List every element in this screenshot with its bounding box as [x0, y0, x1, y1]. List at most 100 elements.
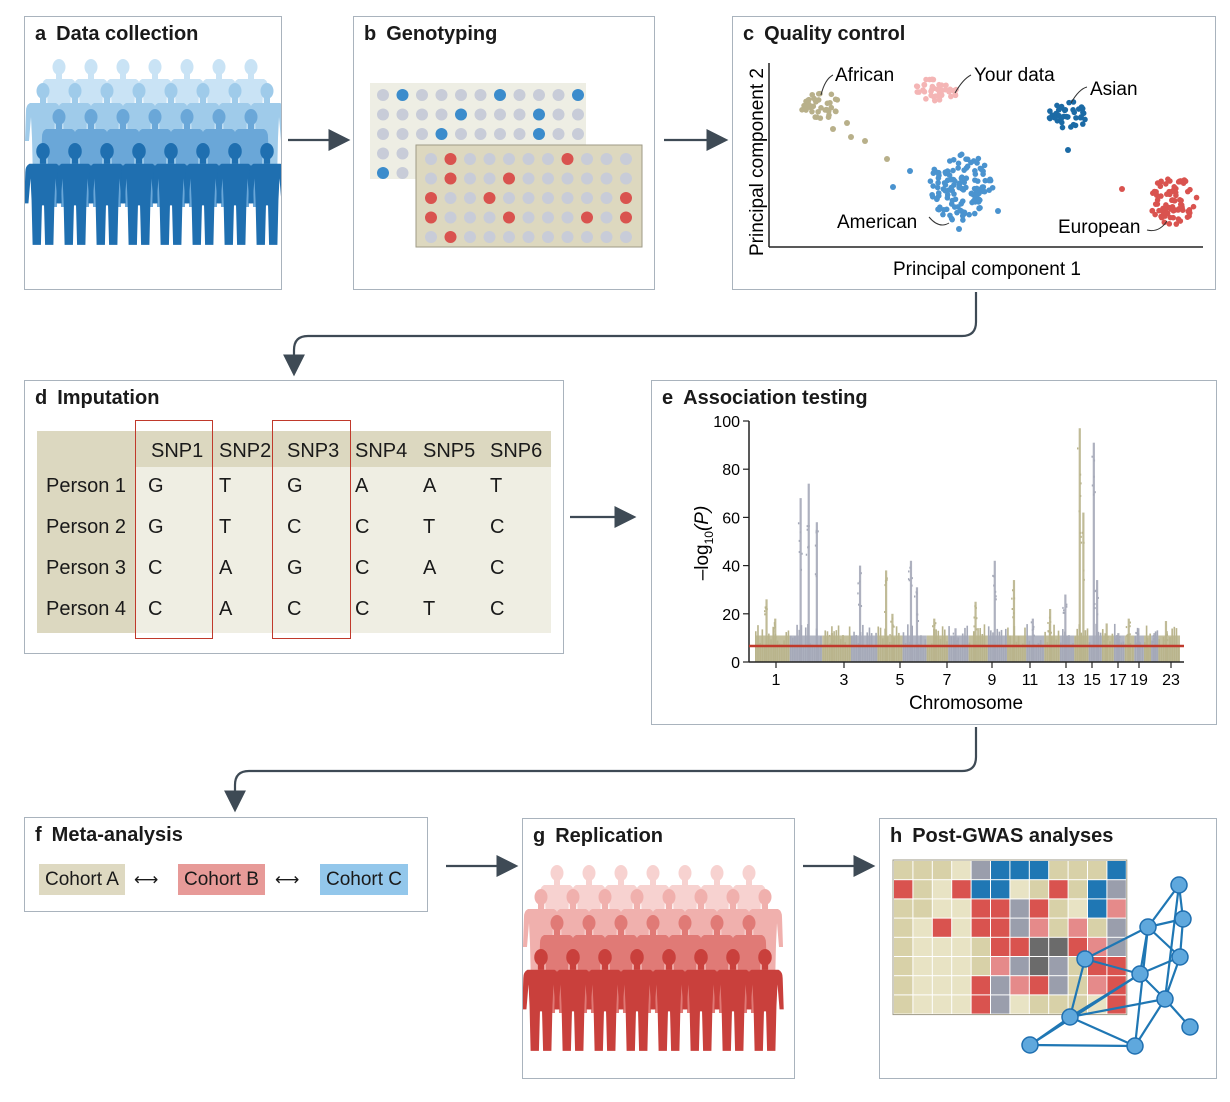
genotype-dot — [435, 128, 448, 140]
pca-point — [963, 175, 970, 182]
arrow-c-to-d — [283, 292, 978, 377]
network-edge — [1069, 1015, 1136, 1048]
snp-point — [770, 639, 772, 662]
panel-letter: d — [35, 387, 48, 409]
genotype-dot — [455, 89, 467, 101]
pca-point — [1163, 202, 1169, 208]
snp-peak — [885, 570, 888, 662]
pca-point — [1082, 116, 1088, 123]
heatmap-cell — [991, 918, 1010, 937]
heatmap-cell — [952, 937, 971, 956]
table-cell: A — [423, 557, 437, 579]
x-tick-label: 5 — [896, 672, 905, 689]
pca-point — [1078, 105, 1084, 112]
snp-peak — [1079, 531, 1082, 534]
snp-peak — [909, 560, 913, 662]
snp-peak — [1153, 638, 1155, 641]
snp-point — [809, 643, 811, 662]
pca-point — [981, 162, 988, 169]
snp-point — [959, 647, 962, 662]
pca-point — [1046, 115, 1053, 121]
network-edge — [1068, 958, 1087, 1018]
snp-peak — [1080, 482, 1082, 485]
snp-peak — [1135, 632, 1138, 635]
snp-point — [888, 641, 891, 662]
heatmap-cell — [1068, 880, 1087, 899]
pca-point — [916, 89, 922, 95]
snp-peak — [1065, 605, 1068, 608]
snp-point — [1104, 633, 1106, 662]
snp-point — [911, 625, 914, 662]
x-tick-label: 7 — [943, 672, 952, 689]
pca-point — [943, 206, 950, 213]
genotype-dot — [474, 128, 487, 140]
heatmap-cell — [952, 957, 971, 976]
snp-peak — [799, 498, 802, 662]
snp-peak — [1032, 627, 1035, 630]
genotype-dot — [522, 211, 535, 224]
genotype-dot — [561, 231, 574, 243]
snp-point — [855, 635, 858, 662]
pca-point — [957, 180, 963, 186]
snp-point — [948, 626, 950, 662]
snp-peak — [891, 617, 894, 620]
snp-peak — [814, 544, 817, 547]
snp-point — [1074, 636, 1076, 662]
table-cell: C — [355, 598, 370, 620]
snp-peak — [1094, 491, 1096, 494]
pca-point — [948, 93, 954, 100]
heatmap-cell — [913, 861, 932, 880]
snp-peak — [956, 640, 958, 643]
snp-point — [985, 645, 988, 662]
snp-peak — [1081, 531, 1084, 534]
snp-point — [1046, 642, 1049, 662]
snp-peak — [808, 525, 810, 528]
person-icon — [88, 143, 126, 245]
snp-point — [783, 640, 785, 662]
pca-point — [1154, 197, 1161, 203]
heatmap-cell — [1029, 976, 1049, 995]
genotype-dot — [600, 153, 613, 165]
snp-peak — [1107, 635, 1109, 638]
pca-point — [1153, 189, 1159, 195]
snp-point — [928, 647, 931, 662]
snp-peak — [1129, 621, 1132, 624]
heatmap-cell — [971, 937, 990, 956]
table-cell: C — [148, 598, 163, 620]
snp-peak — [914, 595, 916, 598]
pca-point — [1063, 113, 1070, 120]
snp-peak — [805, 553, 808, 556]
genotype-dot — [396, 89, 409, 101]
pca-point — [951, 191, 957, 197]
snp-peak — [1063, 611, 1066, 614]
snp-point — [1017, 635, 1020, 662]
pca-point — [935, 179, 941, 186]
heatmap-cell — [952, 899, 971, 918]
network-node — [1126, 1037, 1144, 1055]
snp-peak — [993, 575, 995, 578]
snp-point — [1149, 633, 1151, 662]
network-node — [1076, 950, 1094, 968]
snp-peak — [1126, 635, 1128, 638]
person-icon — [523, 949, 560, 1051]
snp-point — [898, 632, 900, 662]
snp-peak — [1125, 626, 1128, 629]
snp-peak — [1115, 638, 1118, 641]
genotype-dot — [620, 192, 632, 204]
snp-point — [796, 624, 798, 662]
snp-point — [1139, 642, 1141, 662]
table-cell: G — [148, 516, 164, 538]
panel-title-text: Genotyping — [386, 23, 498, 45]
pca-point — [1167, 206, 1174, 212]
genotype-dot — [600, 192, 613, 204]
snp-peak — [774, 618, 777, 662]
snp-point — [1028, 640, 1031, 662]
snp-point — [1022, 643, 1024, 662]
snp-peak — [995, 598, 997, 601]
genotype-dot — [561, 211, 574, 224]
panel-letter: g — [533, 825, 546, 847]
x-tick-label: 15 — [1083, 672, 1101, 689]
heatmap-cell — [1010, 918, 1029, 937]
pca-point — [1186, 210, 1193, 216]
heatmap-cell — [1029, 861, 1049, 880]
